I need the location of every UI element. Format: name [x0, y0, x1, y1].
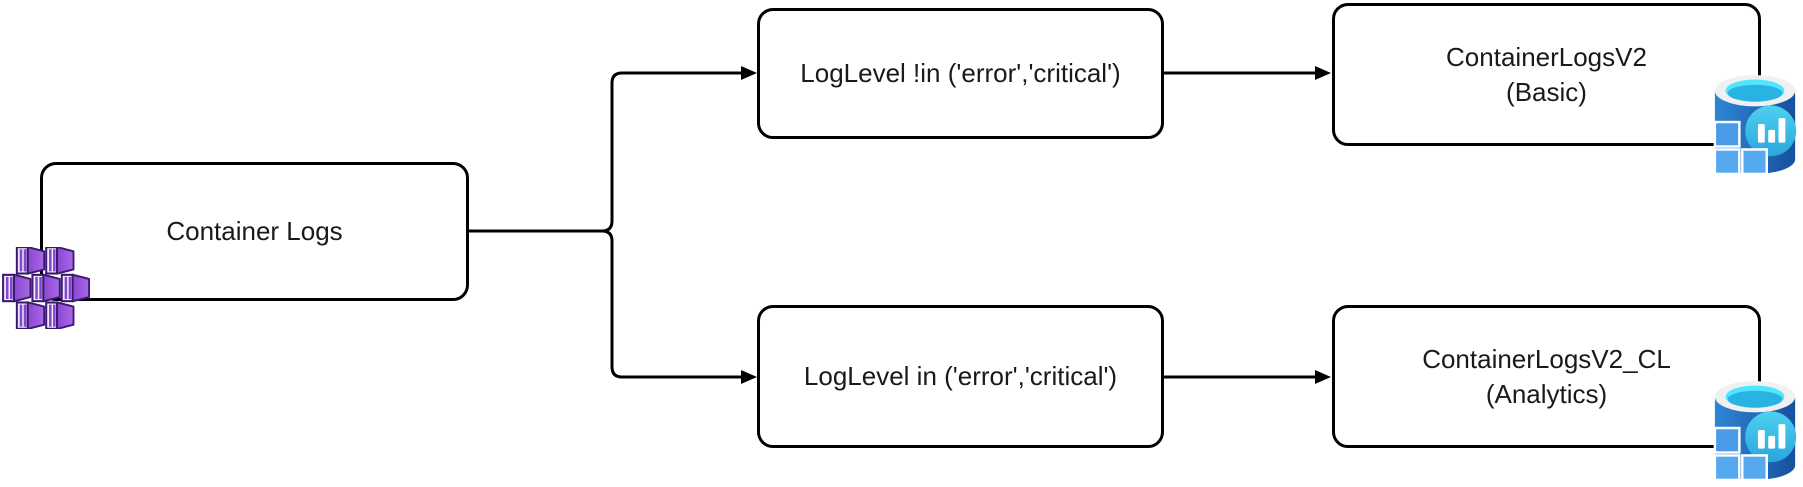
filter-bottom-label: LogLevel in ('error','critical') — [803, 361, 1118, 391]
connector-path-top — [468, 71, 741, 233]
destination-bottom-tier: (Analytics) — [1485, 378, 1608, 409]
filter-top-label: LogLevel !in ('error','critical') — [800, 58, 1121, 88]
destination-top-tier: (Basic) — [1506, 76, 1587, 107]
database-icon — [1713, 73, 1798, 176]
database-icon — [1713, 379, 1798, 482]
filter-node-bottom: LogLevel in ('error','critical') — [757, 305, 1164, 448]
destination-top-name: ContainerLogsV2 — [1446, 41, 1647, 72]
destination-bottom-name: ContainerLogsV2_CL — [1422, 343, 1671, 374]
arrowhead-icon — [741, 66, 757, 80]
destination-node-top: ContainerLogsV2 (Basic) — [1332, 3, 1761, 146]
destination-node-bottom: ContainerLogsV2_CL (Analytics) — [1332, 305, 1761, 448]
arrowhead-icon — [1315, 370, 1331, 384]
arrowhead-icon — [1315, 66, 1331, 80]
arrowhead-icon — [741, 370, 757, 384]
container-instances-icon — [2, 247, 90, 329]
connector-path-bottom — [468, 229, 741, 379]
source-node-label: Container Logs — [166, 216, 343, 246]
source-node: Container Logs — [40, 162, 469, 301]
filter-node-top: LogLevel !in ('error','critical') — [757, 8, 1164, 139]
